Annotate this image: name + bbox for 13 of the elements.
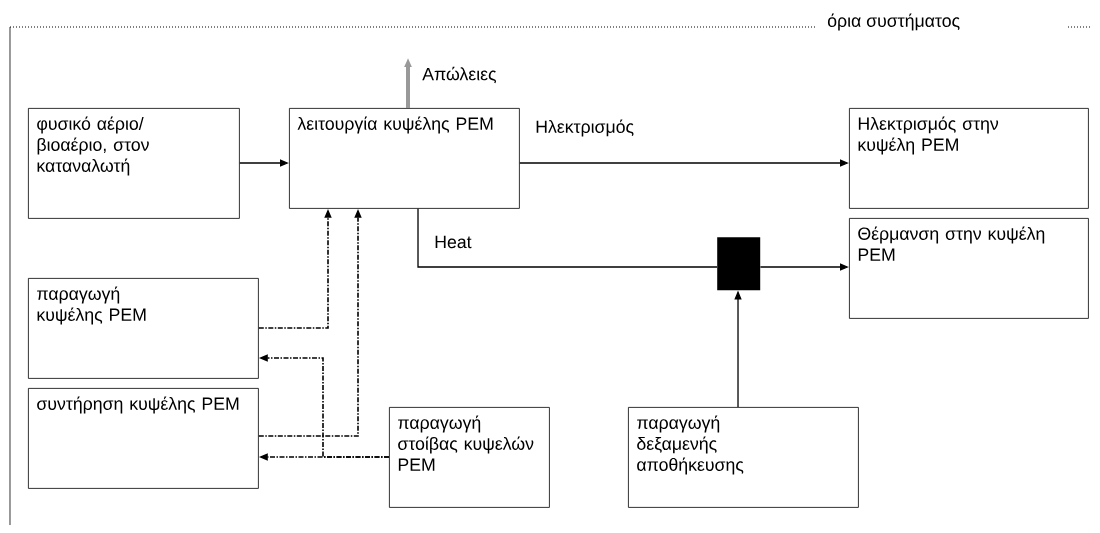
process-box: συντήρηση κυψέλης PEM [28,388,259,489]
process-box: λειτουργία κυψέλης PEM [289,108,520,209]
process-box: φυσικό αέριο/ βιοαέριο, στον καταναλωτή [28,108,240,219]
edge-label: Ηλεκτρισμός [533,117,637,139]
process-box: παραγωγή κυψέλης PEM [28,278,259,379]
boundary-label: όρια συστήματος [825,11,963,33]
process-box: Θέρμανση στην κυψέλη PEM [849,218,1089,319]
edge-label: Heat [432,233,474,251]
process-box: παραγωγή δεξαμενής αποθήκευσης [628,407,859,508]
process-box: Ηλεκτρισμός στην κυψέλη PEM [849,108,1089,209]
edge-label: Απώλειες [420,64,499,86]
junction-box [717,237,761,291]
process-box: παραγωγή στοίβας κυψελών PEM [389,407,550,508]
